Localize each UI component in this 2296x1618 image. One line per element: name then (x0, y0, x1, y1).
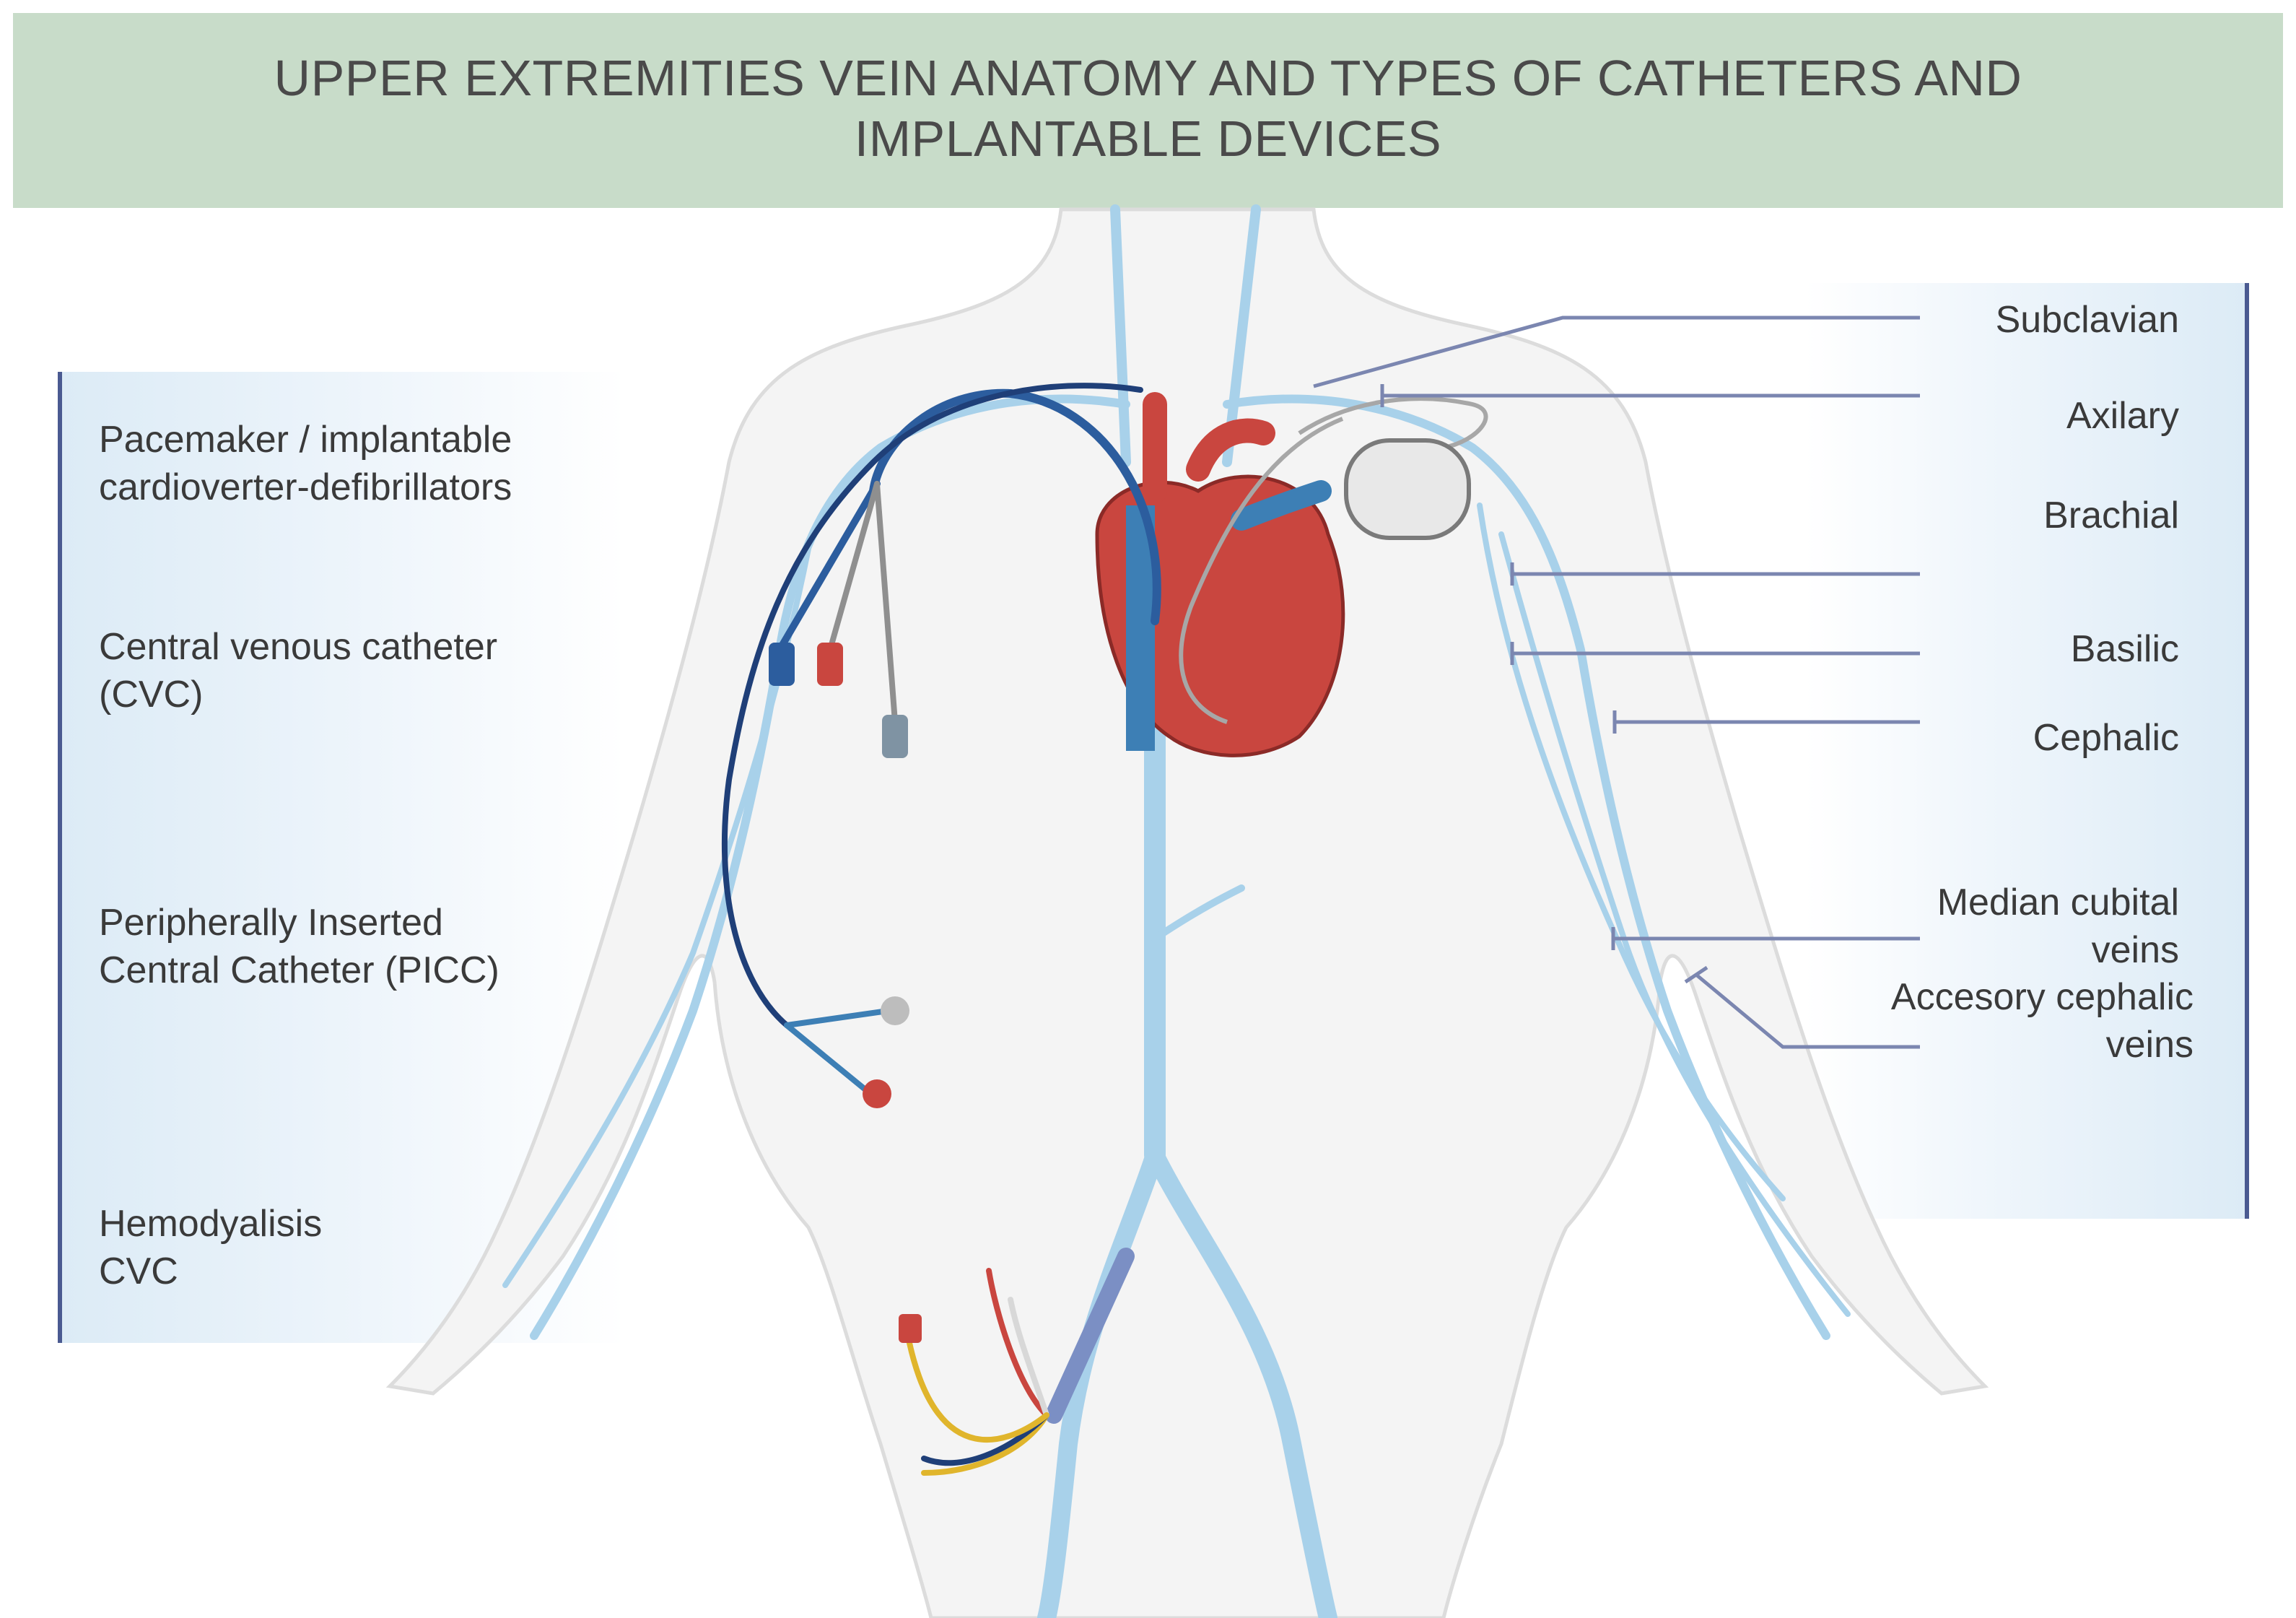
picc-catheter (721, 383, 1143, 1108)
cvc-hub-red (817, 643, 843, 686)
label-pacemaker-line-1: Pacemaker / implantable (99, 419, 512, 461)
heart (1095, 392, 1345, 757)
body-silhouette (385, 207, 1989, 1618)
label-cvc-line-2: (CVC) (99, 674, 204, 716)
pacemaker-lead (1179, 417, 1344, 724)
title-line-1: UPPER EXTREMITIES VEIN ANATOMY AND TYPES… (274, 50, 2022, 106)
picc-lumen-2 (784, 1022, 869, 1093)
label-cvc-line-1: Central venous catheter (99, 626, 498, 668)
label-picc-line-2: Central Catheter (PICC) (99, 949, 499, 991)
label-cvc: Central venous catheter (CVC) (99, 623, 497, 718)
pacemaker-lead-loop (1298, 396, 1488, 450)
hemodialysis-catheter (899, 1248, 1135, 1476)
label-median-cubital: Median cubital veins (1937, 879, 2179, 974)
label-cephalic: Cephalic (2033, 717, 2179, 759)
abdominal-branch-vein (1151, 884, 1245, 942)
title-banner: UPPER EXTREMITIES VEIN ANATOMY AND TYPES… (13, 13, 2283, 208)
label-basilic: Basilic (2070, 628, 2179, 670)
title-line-2: IMPLANTABLE DEVICES (854, 110, 1442, 167)
hemodialysis-red-lumen (986, 1268, 1049, 1418)
label-picc-line-1: Peripherally Inserted (99, 902, 443, 944)
hemodialysis-hub-red (899, 1314, 922, 1343)
label-axilary: Axilary (2066, 395, 2179, 437)
label-hemodialysis-line-1: Hemodyalisis (99, 1203, 323, 1245)
cvc-hub-blue (769, 643, 795, 686)
picc-lumen-1 (784, 1008, 891, 1028)
hemodialysis-yellow-lumen (921, 1412, 1049, 1476)
right-vein-panel (1804, 283, 2249, 1219)
vein-network (502, 204, 1851, 1618)
label-median-cubital-line-2: veins (2091, 929, 2179, 971)
label-pacemaker: Pacemaker / implantable cardioverter-def… (99, 416, 512, 511)
cvc-hub-gray (882, 715, 908, 758)
left-jugular-vein (1110, 204, 1131, 467)
pulmonary-artery (1231, 480, 1332, 531)
leader-accessory-cephalic-tick (1684, 965, 1708, 984)
leader-lines (1313, 316, 1920, 1049)
cvc-lumen-blue (776, 480, 881, 653)
picc-tube (721, 383, 1143, 1028)
aorta (1143, 392, 1275, 503)
leader-subclavian (1313, 316, 1920, 388)
label-subclavian: Subclavian (1995, 299, 2179, 341)
right-jugular-vein (1222, 204, 1261, 467)
left-iliac-vein (1037, 1146, 1164, 1618)
pacemaker-device (1179, 396, 1488, 724)
right-iliac-vein (1145, 1146, 1337, 1618)
label-picc: Peripherally Inserted Central Catheter (… (99, 899, 499, 994)
label-hemodialysis-line-2: CVC (99, 1251, 178, 1292)
hemodialysis-white-lumen (1008, 1297, 1049, 1418)
label-brachial: Brachial (2043, 495, 2179, 536)
cvc-lumen-gray (874, 481, 898, 725)
label-median-cubital-line-1: Median cubital (1937, 882, 2179, 923)
label-accessory-cephalic: Accesory cephalic veins (1891, 973, 2194, 1069)
pacemaker-generator (1344, 438, 1471, 540)
label-pacemaker-line-2: cardioverter-defibrillators (99, 466, 512, 508)
picc-hub-red (863, 1079, 891, 1108)
basilic-vein (1477, 503, 1786, 1201)
hemodialysis-shaft (1045, 1248, 1135, 1424)
label-accessory-cephalic-line-2: veins (2105, 1024, 2194, 1066)
label-accessory-cephalic-line-1: Accesory cephalic (1890, 976, 2194, 1018)
leader-accessory-cephalic (1695, 973, 1920, 1049)
picc-hub-gray (881, 996, 909, 1025)
cvc-lumen-red (827, 481, 880, 653)
figure-title: UPPER EXTREMITIES VEIN ANATOMY AND TYPES… (13, 48, 2283, 169)
label-hemodialysis: Hemodyalisis CVC (99, 1200, 322, 1295)
hemodialysis-outer-yellow-lumen (907, 1340, 1049, 1443)
